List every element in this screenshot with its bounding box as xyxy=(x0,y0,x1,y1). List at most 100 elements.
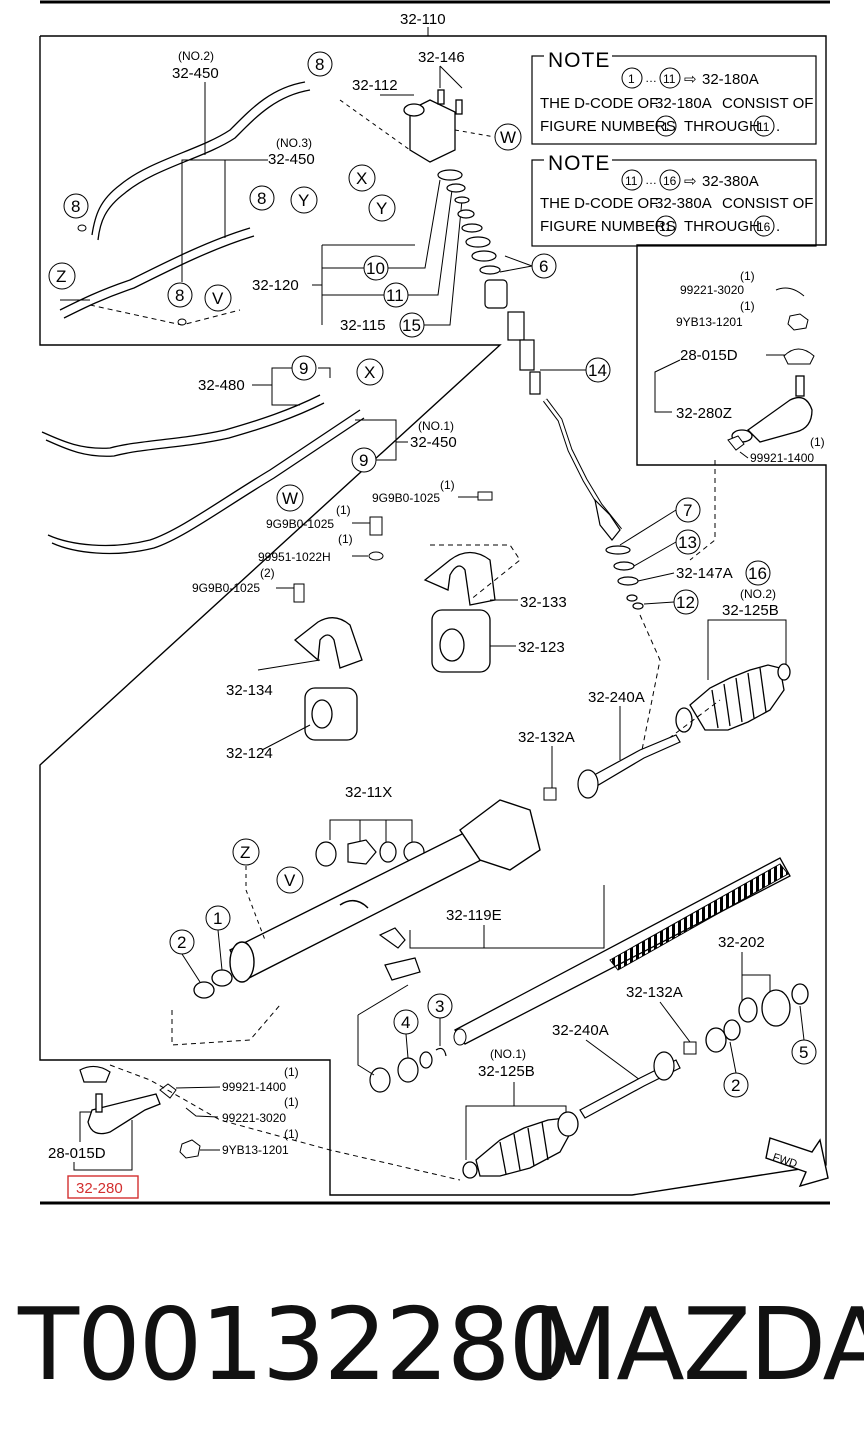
control-valve-body xyxy=(403,89,463,163)
svg-text:8: 8 xyxy=(175,286,184,305)
svg-text:11: 11 xyxy=(386,286,404,305)
label-9g9b0-1025: 9G9B0-1025 xyxy=(266,517,334,531)
label-28-015d: 28-015D xyxy=(680,347,738,364)
note-line: THROUGH xyxy=(684,218,760,235)
svg-text:3: 3 xyxy=(435,997,444,1016)
svg-text:V: V xyxy=(284,871,296,890)
callout-8: 8 xyxy=(63,193,89,219)
note-line: THE D-CODE OF xyxy=(540,195,658,212)
callout-2: 2 xyxy=(723,1072,749,1098)
label-32-132a-lower: 32-132A xyxy=(626,984,683,1001)
svg-text:2: 2 xyxy=(177,933,186,952)
label-32-123: 32-123 xyxy=(518,639,565,656)
svg-text:Z: Z xyxy=(56,267,66,286)
label-no3: (NO.3) xyxy=(276,136,312,150)
callout-7: 7 xyxy=(675,497,701,523)
qty-label: (2) xyxy=(260,566,275,580)
note-ref-circle: 16 xyxy=(757,220,771,234)
note-ref-circle: 11 xyxy=(757,120,770,134)
label-32-450-no3: 32-450 xyxy=(268,151,315,168)
note-line-code: 32-380A xyxy=(655,195,712,212)
rack-end-parts-right xyxy=(705,983,809,1053)
label-99221-3020: 99221-3020 xyxy=(680,283,744,297)
steering-rack-bar xyxy=(453,857,791,1046)
callout-6: 6 xyxy=(531,253,557,279)
note-ref-code: 32-180A xyxy=(702,71,759,88)
svg-text:13: 13 xyxy=(678,533,697,552)
callout-Y: Y xyxy=(368,194,396,222)
label-32-280-highlighted[interactable]: 32-280 xyxy=(76,1180,123,1197)
callout-9: 9 xyxy=(351,447,377,473)
tie-rod-end-right xyxy=(731,375,813,443)
label-28-015d-lower: 28-015D xyxy=(48,1145,106,1162)
label-32-120: 32-120 xyxy=(252,277,299,294)
svg-text:…: … xyxy=(645,71,657,85)
label-no1: (NO.1) xyxy=(490,1047,526,1061)
label-99921-1400-lower: 99921-1400 xyxy=(222,1080,286,1094)
svg-text:8: 8 xyxy=(71,197,80,216)
svg-text:14: 14 xyxy=(588,361,607,380)
label-32-450-no2: 32-450 xyxy=(172,65,219,82)
note-line: FIGURE NUMBERS xyxy=(540,118,676,135)
label-32-125b-no2: 32-125B xyxy=(722,602,779,619)
label-32-240a-lower: 32-240A xyxy=(552,1022,609,1039)
callout-X: X xyxy=(356,358,384,386)
label-32-124: 32-124 xyxy=(226,745,273,762)
label-9g9b0-1025: 9G9B0-1025 xyxy=(372,491,440,505)
steering-boot-no2 xyxy=(675,663,791,733)
note-line-code: 32-180A xyxy=(655,95,712,112)
callout-13: 13 xyxy=(675,529,701,555)
svg-text:X: X xyxy=(364,363,375,382)
callout-4: 4 xyxy=(393,1009,419,1035)
label-32-134: 32-134 xyxy=(226,682,273,699)
inner-tie-rod-lower xyxy=(579,1051,681,1119)
note-ref-circle: 11 xyxy=(659,220,672,234)
label-32-280z: 32-280Z xyxy=(676,405,732,422)
label-9yb13-1201-lower: 9YB13-1201 xyxy=(222,1143,289,1157)
rack-washers-left xyxy=(193,969,233,999)
svg-text:9: 9 xyxy=(359,451,368,470)
pinion-shaft-seals xyxy=(437,169,541,395)
svg-text:16: 16 xyxy=(748,564,767,583)
svg-text:10: 10 xyxy=(366,259,385,278)
svg-text:7: 7 xyxy=(683,501,692,520)
callout-X: X xyxy=(348,164,376,192)
mount-bushing-32-124 xyxy=(304,687,358,741)
label-32-112: 32-112 xyxy=(352,77,398,94)
label-32-450-no1: 32-450 xyxy=(410,434,457,451)
mounting-bracket-32-133 xyxy=(423,551,496,606)
svg-text:Z: Z xyxy=(240,843,250,862)
label-32-147a: 32-147A xyxy=(676,565,733,582)
label-32-480: 32-480 xyxy=(198,377,245,394)
note-line: THE D-CODE OF xyxy=(540,95,658,112)
part-number: T00132280 xyxy=(18,1286,572,1403)
svg-text:Y: Y xyxy=(298,191,309,210)
mount-bushing-32-123 xyxy=(431,609,491,673)
label-no2: (NO.2) xyxy=(740,587,776,601)
label-99921-1400: 99921-1400 xyxy=(750,451,814,465)
callout-15: 15 xyxy=(399,312,425,338)
callout-16: 16 xyxy=(745,560,771,586)
callout-V: V xyxy=(276,866,304,894)
label-99221-3020-lower: 99221-3020 xyxy=(222,1111,286,1125)
note-ref-code: 32-380A xyxy=(702,173,759,190)
note-title: NOTE xyxy=(548,152,610,175)
svg-text:V: V xyxy=(212,289,224,308)
label-32-133: 32-133 xyxy=(520,594,567,611)
fwd-arrow-icon: FWD xyxy=(765,1137,829,1188)
callout-3: 3 xyxy=(427,993,453,1019)
svg-text:12: 12 xyxy=(676,593,695,612)
svg-text:X: X xyxy=(356,169,367,188)
pressure-pipe-no1 xyxy=(41,394,365,555)
svg-text:⇨: ⇨ xyxy=(684,173,697,190)
svg-text:9: 9 xyxy=(299,359,308,378)
callout-W: W xyxy=(276,484,304,512)
rack-bushing-parts xyxy=(369,927,447,1093)
callout-Z: Z xyxy=(48,262,76,290)
label-32-11x: 32-11X xyxy=(345,784,392,801)
svg-text:4: 4 xyxy=(401,1013,410,1032)
svg-text:…: … xyxy=(645,173,657,187)
note-ref-circle: 11 xyxy=(625,174,638,188)
svg-text:⇨: ⇨ xyxy=(684,71,697,88)
callout-11: 11 xyxy=(383,282,409,308)
